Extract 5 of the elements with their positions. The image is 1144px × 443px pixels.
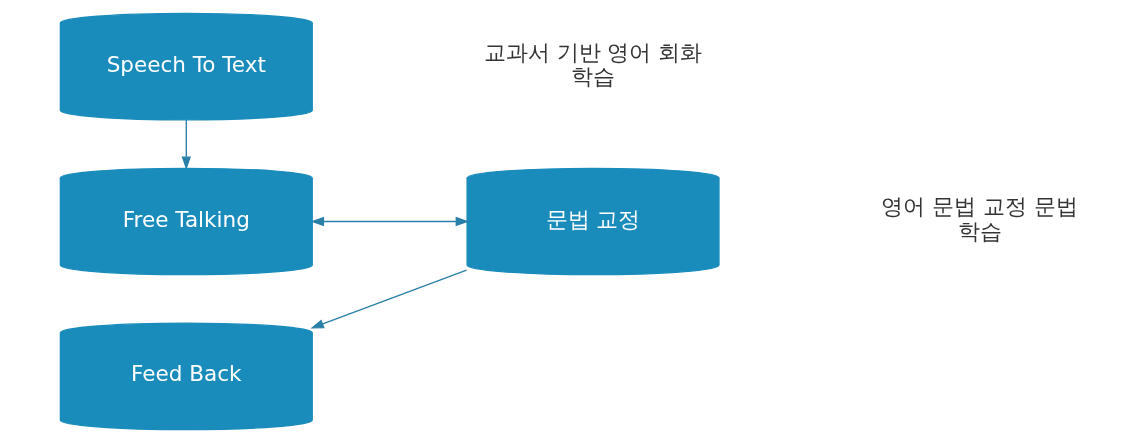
label: 영어 문법 교정 문법 학습 xyxy=(880,194,1078,244)
arrow xyxy=(309,269,467,329)
arrow xyxy=(181,119,191,170)
arrow xyxy=(310,216,469,227)
label: 교과서 기반 영어 회화 학습 xyxy=(483,39,702,89)
